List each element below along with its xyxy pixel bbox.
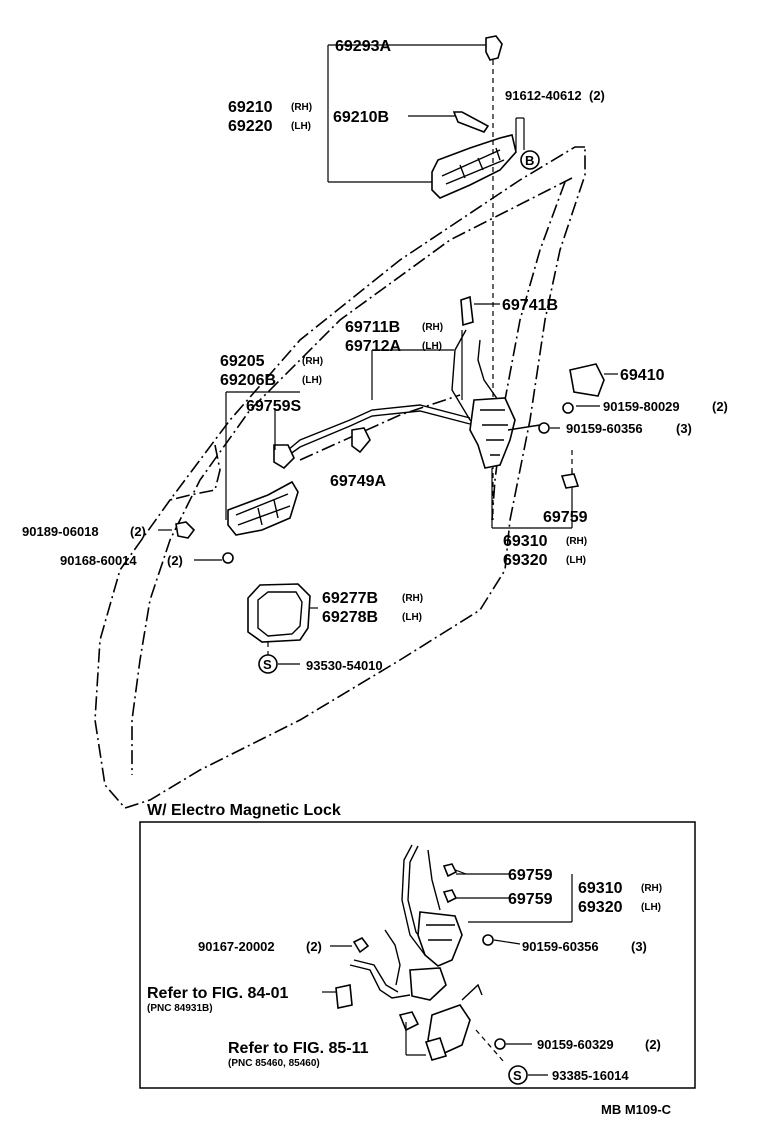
inset-label-69759-a: 69759 xyxy=(508,867,553,884)
label-69410: 69410 xyxy=(620,367,665,384)
label-69278b-lh: (LH) xyxy=(402,612,422,623)
rod-clip-69759s xyxy=(273,444,295,470)
label-69220-lh: (LH) xyxy=(291,121,311,132)
label-69759: 69759 xyxy=(543,509,588,526)
label-69320: 69320 xyxy=(503,552,548,569)
inset-label-69320-lh: (LH) xyxy=(641,902,661,913)
striker-69410 xyxy=(569,363,605,397)
label-90189-qty: (2) xyxy=(130,524,146,539)
label-69205: 69205 xyxy=(220,353,265,370)
label-69310-rh: (RH) xyxy=(566,536,587,547)
figure-code: MB M109-C xyxy=(601,1102,672,1117)
clip-69749a xyxy=(351,427,371,454)
inset-label-69759-b: 69759 xyxy=(508,891,553,908)
label-90168-qty: (2) xyxy=(167,553,183,568)
inset-label-69320: 69320 xyxy=(578,899,623,916)
label-90189-06018: 90189-06018 xyxy=(22,524,99,539)
inset-label-90167-qty: (2) xyxy=(306,939,322,954)
clip-69759 xyxy=(560,473,580,489)
inside-handle-bezel xyxy=(247,583,318,674)
label-69749a: 69749A xyxy=(330,473,386,490)
inset-pnc-85460: (PNC 85460, 85460) xyxy=(228,1058,320,1069)
label-69320-lh: (LH) xyxy=(566,555,586,566)
rod-clip-69741b xyxy=(460,295,474,327)
left-fasteners xyxy=(158,521,234,564)
inset-label-93385-16014: 93385-16014 xyxy=(552,1068,629,1083)
label-90159-60356: 90159-60356 xyxy=(566,421,643,436)
inset-pnc-84931b: (PNC 84931B) xyxy=(147,1003,213,1014)
label-90159-80029-qty: (2) xyxy=(712,399,728,414)
label-69205-rh: (RH) xyxy=(302,356,323,367)
inside-handle-remote xyxy=(227,480,299,536)
label-69759s: 69759S xyxy=(246,398,301,415)
inside-remote-group xyxy=(225,391,371,536)
label-69206b-lh: (LH) xyxy=(302,375,322,386)
label-69206b: 69206B xyxy=(220,372,276,389)
label-90159-60356-qty: (3) xyxy=(676,421,692,436)
right-side-parts xyxy=(538,363,618,489)
inset-title: W/ Electro Magnetic Lock xyxy=(147,802,341,819)
inset-frame xyxy=(139,821,696,1089)
screw-69210b xyxy=(452,111,490,133)
label-69741b: 69741B xyxy=(502,297,558,314)
label-69220: 69220 xyxy=(228,118,273,135)
inset-label-90159-60356-qty: (3) xyxy=(631,939,647,954)
label-69210-rh: (RH) xyxy=(291,102,312,113)
label-69711b-rh: (RH) xyxy=(422,322,443,333)
label-93530-54010: 93530-54010 xyxy=(306,658,383,673)
remote-rod xyxy=(281,349,471,461)
label-69711b: 69711B xyxy=(345,319,400,336)
inset-lock-drawing xyxy=(322,844,573,1085)
lock-assembly xyxy=(451,140,573,529)
label-69277b: 69277B xyxy=(322,590,378,607)
label-69293a: 69293A xyxy=(335,38,391,55)
inset-ref-fig-84-01[interactable]: Refer to FIG. 84-01 xyxy=(147,985,288,1002)
label-69278b: 69278B xyxy=(322,609,378,626)
outside-handle xyxy=(431,134,517,199)
label-69210: 69210 xyxy=(228,99,273,116)
label-90168-60014: 90168-60014 xyxy=(60,553,137,568)
inset-ref-fig-85-11[interactable]: Refer to FIG. 85-11 xyxy=(228,1040,369,1057)
label-69277b-rh: (RH) xyxy=(402,593,423,604)
label-91612-40612: 91612-40612 xyxy=(505,88,582,103)
outside-handle-group xyxy=(327,35,540,199)
symbol-b: B xyxy=(525,153,534,168)
rod-clip-69293a xyxy=(485,35,503,61)
label-90159-80029: 90159-80029 xyxy=(603,399,680,414)
inset-label-90159-60329: 90159-60329 xyxy=(537,1037,614,1052)
door-outline xyxy=(94,146,586,809)
label-69712a: 69712A xyxy=(345,338,401,355)
door-lock xyxy=(469,397,516,469)
label-91612-qty: (2) xyxy=(589,88,605,103)
symbol-s-inset: S xyxy=(513,1068,522,1083)
inset-label-90159-60356: 90159-60356 xyxy=(522,939,599,954)
inset-label-69310-rh: (RH) xyxy=(641,883,662,894)
inset-label-69310: 69310 xyxy=(578,880,623,897)
symbol-s-upper: S xyxy=(263,657,272,672)
inset-label-90167-20002: 90167-20002 xyxy=(198,939,275,954)
label-69210b: 69210B xyxy=(333,109,389,126)
inset-label-90159-60329-qty: (2) xyxy=(645,1037,661,1052)
label-69712a-lh: (LH) xyxy=(422,341,442,352)
label-69310: 69310 xyxy=(503,533,548,550)
